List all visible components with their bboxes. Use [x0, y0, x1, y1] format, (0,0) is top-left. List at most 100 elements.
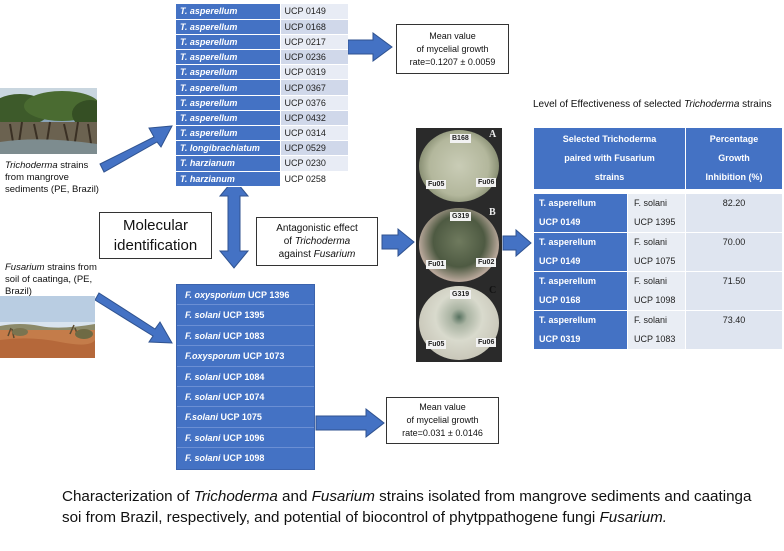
trichoderma-species: T. harzianum	[176, 171, 281, 187]
caption-genus-fusarium: Fusarium	[311, 488, 375, 505]
trichoderma-code: UCP 0376	[280, 95, 348, 111]
fusarium-strain-row: F.oxysporum UCP 1073	[177, 346, 314, 367]
fusarium-code: UCP 1396	[245, 290, 290, 300]
fusarium-strain-row: F. solani UCP 1096	[177, 428, 314, 449]
fusarium-code: UCP 1083	[634, 334, 676, 344]
molecular-line1: Molecular	[122, 217, 189, 234]
fusarium-species: F. solani	[185, 453, 221, 464]
strain-species: T. asperellum	[539, 198, 597, 208]
mangrove-photo	[0, 88, 97, 154]
fusarium-source-label: Fusarium strains from soil of caatinga, …	[5, 262, 105, 298]
effectiveness-title-genus: Trichoderma	[684, 99, 740, 110]
fusarium-species: F. oxysporium	[185, 290, 246, 300]
fusarium-source-rest: strains from soil of caatinga, (PE, Braz…	[5, 262, 97, 297]
plate-letter-b: B	[489, 207, 496, 218]
plate-c-left-label: Fu05	[426, 340, 447, 349]
strain-code: UCP 0168	[539, 295, 581, 305]
fusarium-species: F.oxysporum	[185, 351, 241, 362]
growth-inhibition-value: 82.20	[685, 193, 783, 233]
strain-species: T. asperellum	[539, 237, 597, 247]
plate-c-right-label: Fu06	[476, 338, 497, 347]
trichoderma-code: UCP 0149	[280, 4, 348, 20]
fusarium-code: UCP 1075	[634, 256, 676, 266]
trichoderma-code: UCP 0314	[280, 125, 348, 142]
fusarium-species: F. solani	[634, 276, 668, 286]
trichoderma-species: T. asperellum	[176, 125, 281, 142]
trichoderma-code: UCP 0236	[280, 49, 348, 66]
antagonistic-line2: of Trichoderma	[283, 236, 351, 247]
fusarium-strain-row: F.solani UCP 1075	[177, 407, 314, 428]
mean-value-box-trichoderma: Mean value of mycelial growth rate=0.120…	[396, 24, 509, 74]
trichoderma-species: T. asperellum	[176, 95, 281, 111]
fusarium-species: F. solani	[634, 237, 668, 247]
growth-inhibition-value: 73.40	[685, 310, 783, 350]
plate-b-top-label: G319	[450, 212, 472, 221]
effectiveness-header-row: Selected Trichoderma paired with Fusariu…	[533, 127, 783, 190]
trichoderma-code: UCP 0529	[280, 140, 348, 157]
trichoderma-species: T. asperellum	[176, 110, 281, 127]
mean-value-box-fusarium: Mean value of mycelial growth rate=0.031…	[386, 397, 499, 444]
trichoderma-species: T. harzianum	[176, 155, 281, 172]
plate-letter-a: A	[489, 129, 497, 140]
arrow-to-effectiveness	[502, 228, 532, 258]
strain-code: UCP 0149	[539, 256, 581, 266]
effectiveness-table: Selected Trichoderma paired with Fusariu…	[533, 127, 783, 350]
mean-top-line1: Mean value	[429, 31, 476, 41]
plate-letter-c: C	[489, 285, 497, 296]
effectiveness-title: Level of Effectiveness of selected Trich…	[533, 98, 773, 111]
antagonistic-effect-box: Antagonistic effect of Trichoderma again…	[256, 217, 378, 266]
plate-c-top-label: G319	[450, 290, 472, 299]
mean-bottom-line2: of mycelial growth	[406, 415, 479, 425]
fusarium-species: F. solani	[634, 198, 668, 208]
fusarium-species: F. solani	[185, 330, 221, 341]
fusarium-species: F. solani	[185, 391, 221, 402]
trichoderma-species: T. asperellum	[176, 34, 281, 51]
arrow-to-mean-top	[347, 32, 393, 62]
trichoderma-species: T. asperellum	[176, 49, 281, 66]
caption-genus-fusarium-end: Fusarium.	[599, 508, 668, 526]
strain-code: UCP 0319	[539, 334, 581, 344]
strain-species: T. asperellum	[539, 276, 597, 286]
plate-a-right-label: Fu06	[476, 178, 497, 187]
fusarium-species: F. solani	[185, 371, 221, 382]
fusarium-code: UCP 1096	[220, 432, 265, 443]
trichoderma-species: T. asperellum	[176, 64, 281, 81]
figure-caption: Characterization of Trichoderma and Fusa…	[62, 488, 752, 526]
trichoderma-source-rest: strains from mangrove sediments (PE, Bra…	[5, 160, 99, 195]
strain-species: T. asperellum	[539, 315, 597, 325]
trichoderma-code: UCP 0217	[280, 34, 348, 51]
trichoderma-species: T. longibrachiatum	[176, 140, 281, 157]
fusarium-species: F. solani	[634, 315, 668, 325]
double-arrow-molecular	[218, 178, 250, 269]
antagonistic-genus: Trichoderma	[294, 236, 351, 247]
mean-bottom-line3: rate=0.031 ± 0.0146	[402, 428, 483, 438]
mean-top-line3: rate=0.1207 ± 0.0059	[409, 57, 496, 67]
plate-b-right-label: Fu02	[476, 258, 497, 267]
growth-inhibition-value: 71.50	[685, 271, 783, 311]
mean-top-line2: of mycelial growth	[416, 44, 489, 54]
trichoderma-species: T. asperellum	[176, 19, 281, 35]
arrow-caatinga-to-table	[94, 292, 173, 344]
antagonistic-line1: Antagonistic effect	[276, 223, 358, 234]
fusarium-code: UCP 1098	[634, 295, 676, 305]
fusarium-species: F.solani	[185, 412, 219, 423]
trichoderma-source-label: Trichoderma strains from mangrove sedime…	[5, 160, 105, 196]
